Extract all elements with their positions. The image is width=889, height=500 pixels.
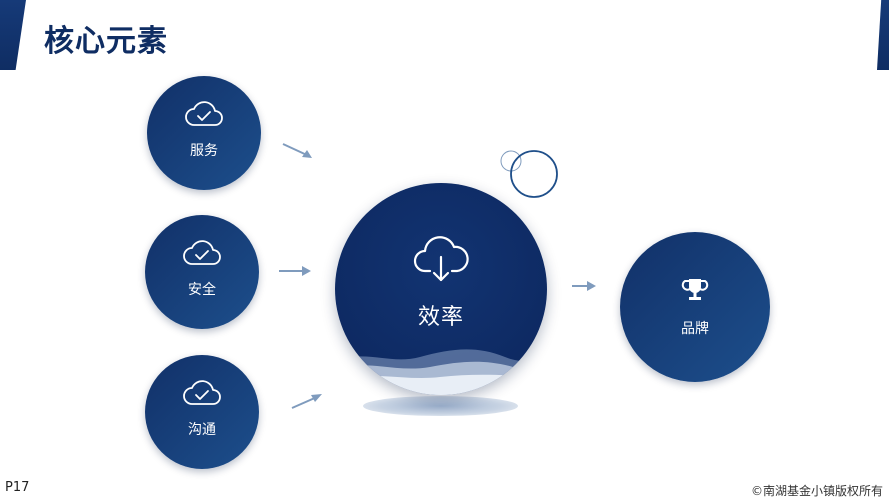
arrow-security-to-efficiency xyxy=(279,266,311,276)
cloud-download-icon xyxy=(413,235,469,289)
corner-accent-right xyxy=(877,0,889,70)
corner-accent-left xyxy=(0,0,26,70)
element-circle-communication[interactable]: 沟通 xyxy=(145,355,259,469)
copyright-notice: ©南湖基金小镇版权所有 xyxy=(750,484,883,498)
trophy-icon xyxy=(681,276,709,308)
arrow-service-to-efficiency xyxy=(282,143,312,158)
cloud-check-icon xyxy=(182,239,222,271)
element-label-security: 安全 xyxy=(188,282,216,298)
wave-decoration xyxy=(335,349,547,395)
cloud-check-icon xyxy=(184,100,224,132)
output-circle-brand[interactable]: 品牌 xyxy=(620,232,770,382)
decorative-bubbles xyxy=(500,150,558,198)
center-circle-shadow xyxy=(363,396,518,416)
element-label-communication: 沟通 xyxy=(188,422,216,438)
cloud-check-icon xyxy=(182,379,222,411)
center-circle-efficiency[interactable]: 效率 xyxy=(335,183,547,395)
arrow-efficiency-to-brand xyxy=(572,281,596,291)
output-label-brand: 品牌 xyxy=(681,321,709,337)
arrow-communication-to-efficiency xyxy=(291,394,322,409)
element-circle-service[interactable]: 服务 xyxy=(147,76,261,190)
page-title: 核心元素 xyxy=(44,24,168,59)
center-label-efficiency: 效率 xyxy=(417,305,464,330)
page-number: P17 xyxy=(5,480,30,495)
element-label-service: 服务 xyxy=(190,143,218,159)
element-circle-security[interactable]: 安全 xyxy=(145,215,259,329)
